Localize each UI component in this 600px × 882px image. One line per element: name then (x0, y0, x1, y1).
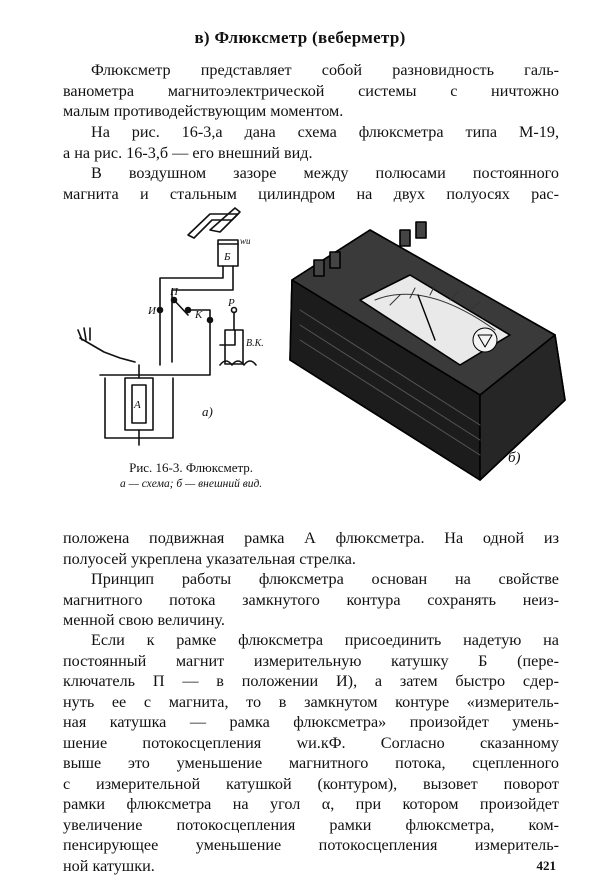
label-subfig-a: а) (202, 404, 213, 419)
figure-caption: Рис. 16-3. Флюксметр. а — схема; б — вне… (120, 460, 262, 490)
text-line: ная катушка — рамка флюксметра» произойд… (63, 713, 559, 731)
frame-a-inner (131, 384, 147, 424)
terminal-knob (313, 259, 325, 277)
text-line: увеличение потокосцепления рамки флюксме… (63, 815, 559, 834)
label-b: Б (223, 251, 231, 263)
text-line: нуть ее с магнита, то в замкнутом контур… (63, 692, 559, 711)
switch-blade (173, 299, 189, 316)
paragraph-figure-ref: На рис. 16-3,а дана схема флюксметра тип… (63, 122, 559, 163)
text-line: полуосей укреплена указательная стрелка. (63, 549, 356, 568)
text-line: ключатель П — в положении И), а затем бы… (63, 672, 559, 690)
wire (99, 319, 211, 376)
page-number: 421 (536, 858, 557, 873)
paragraph-air-gap: В воздушном зазоре между полюсами постоя… (63, 163, 559, 204)
text-line: В воздушном зазоре между полюсами постоя… (91, 164, 559, 182)
text-line: Флюксметр представляет собой разновиднос… (91, 61, 559, 79)
text-line: выше это уменьшение магнитного потока, с… (63, 754, 559, 772)
paragraph-intro: Флюксметр представляет собой разновиднос… (63, 60, 559, 122)
text-line: менной свою величину. (63, 611, 225, 629)
text-line: Если к рамке флюксметра присоединить над… (91, 631, 559, 649)
magnet-arm (209, 207, 241, 233)
dial-ticks (389, 284, 481, 311)
text-line: рамки флюксметра на угол α, при котором … (63, 795, 559, 813)
scale-ticks (77, 327, 91, 341)
caption-title: Рис. 16-3. Флюксметр. (129, 460, 254, 475)
paragraph-operation: Если к рамке флюксметра присоединить над… (63, 630, 559, 876)
dial-scale (374, 293, 496, 331)
text-line: малым противодействующим моментом. (63, 102, 344, 120)
text-line: магнитного потока замкнутого контура сох… (63, 590, 559, 609)
figure-fluxmeter: Б wи П И К Р В.К. А а) (77, 207, 566, 481)
text-line: Принцип работы флюксметра основан на сво… (91, 570, 559, 588)
text-line: На рис. 16-3,а дана схема флюксметра тип… (91, 123, 559, 141)
terminal-knob (329, 251, 341, 269)
label-a: А (133, 399, 141, 411)
label-subfig-b: б) (508, 450, 521, 466)
label-vk: В.К. (246, 338, 264, 349)
pointer (79, 337, 136, 363)
label-i: И (147, 305, 157, 317)
paragraph-frame: положена подвижная рамка А флюксметра. Н… (63, 528, 559, 569)
wire (171, 265, 234, 363)
terminal (230, 306, 238, 314)
text-line: магнита и стальным цилиндром на двух пол… (63, 184, 559, 203)
paragraph-principle: Принцип работы флюксметра основан на сво… (63, 569, 559, 631)
wire (159, 265, 224, 366)
inductor (219, 360, 257, 366)
terminal-knob (399, 229, 411, 247)
magnet-body (187, 213, 239, 239)
emblem (472, 327, 498, 353)
device-illustration (289, 221, 566, 481)
label-w: wи (240, 236, 251, 246)
measuring-coil (217, 239, 239, 267)
text-line: шение потокосцепления wи.кФ. Согласно ск… (63, 733, 559, 752)
label-k: К (194, 309, 203, 321)
text-line: а на рис. 16-3,б — его внешний вид. (63, 143, 313, 162)
emblem-triangle (477, 334, 493, 348)
dial-needle (417, 294, 436, 341)
device-ribs (299, 309, 481, 456)
section-title: в) Флюксметр (веберметр) (194, 28, 406, 47)
terminal-knob (415, 221, 427, 239)
label-r: Р (227, 297, 235, 309)
caption-subtitle: а — схема; б — внешний вид. (120, 478, 263, 490)
text-line: постоянный магнит измерительную катушку … (63, 651, 559, 670)
text-line: ной катушки. (63, 856, 155, 875)
device-front (479, 334, 566, 481)
text-line: пенсирующее уменьшение потокосцепления и… (63, 836, 559, 854)
wire (219, 329, 236, 346)
switch-contact (156, 306, 164, 314)
vk-coil (224, 329, 244, 365)
text-line: ванометра магнитоэлектрической системы с… (63, 81, 559, 100)
schematic-diagram (77, 207, 257, 446)
wire (187, 309, 211, 321)
label-p: П (169, 286, 179, 298)
text-line: с измерительной катушкой (контуром), выз… (63, 774, 559, 793)
text-line: положена подвижная рамка А флюксметра. Н… (63, 529, 559, 547)
